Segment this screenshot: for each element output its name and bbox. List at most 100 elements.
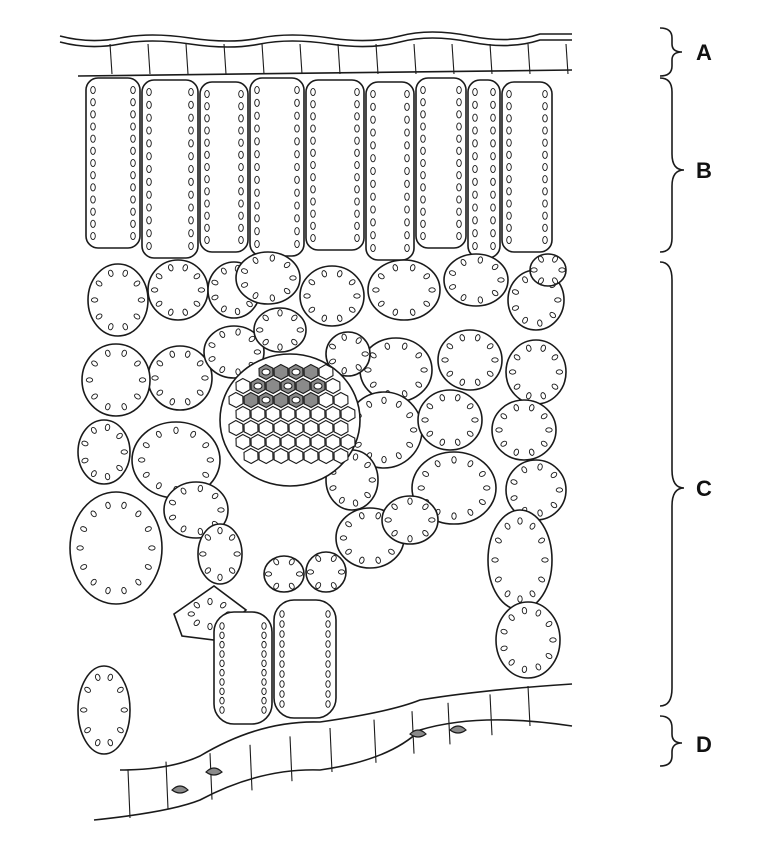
epidermal-cell-wall: [185, 43, 189, 75]
chloroplast: [104, 472, 111, 481]
chloroplast: [456, 219, 462, 228]
chloroplast: [291, 338, 298, 346]
chloroplast: [354, 87, 360, 97]
chloroplast: [146, 126, 152, 135]
chloroplast: [448, 284, 457, 290]
chloroplast: [295, 571, 304, 577]
chloroplast: [522, 276, 529, 284]
chloroplast: [279, 660, 285, 668]
phloem-cell: [318, 447, 334, 465]
epidermal-cell-wall: [413, 43, 417, 75]
xylem-lumen: [261, 396, 271, 404]
phloem-cell: [310, 433, 326, 451]
epidermal-cell-wall: [109, 43, 113, 75]
chloroplast: [254, 227, 260, 236]
chloroplast: [364, 461, 371, 469]
chloroplast: [262, 338, 269, 346]
chloroplast: [130, 207, 136, 216]
xylem-lumen: [291, 396, 301, 404]
chloroplast: [364, 367, 372, 373]
chloroplast: [446, 370, 454, 377]
chloroplast: [196, 389, 204, 396]
label-a: A: [696, 40, 712, 65]
chloroplast: [370, 205, 376, 214]
chloroplast: [490, 87, 496, 97]
phloem-cell: [235, 405, 251, 423]
chloroplast: [84, 727, 91, 734]
chloroplast: [146, 87, 152, 97]
chloroplast: [555, 369, 564, 375]
chloroplast: [81, 440, 89, 447]
chloroplast: [510, 479, 518, 485]
chloroplast: [404, 166, 410, 176]
mesophyll-cell: [81, 343, 151, 417]
chloroplast: [526, 392, 532, 400]
chloroplast: [219, 650, 225, 658]
chloroplast: [446, 343, 454, 350]
chloroplast: [325, 700, 331, 708]
chloroplast: [540, 440, 548, 447]
chloroplast: [279, 610, 285, 618]
epidermal-cell-wall: [299, 43, 303, 75]
chloroplast: [341, 367, 347, 375]
chloroplast: [325, 640, 331, 648]
chloroplast: [354, 197, 360, 206]
mesophyll-cell: [87, 263, 149, 337]
chloroplast: [451, 512, 457, 520]
chloroplast: [269, 254, 276, 262]
chloroplast: [370, 154, 376, 163]
chloroplast: [204, 150, 210, 159]
chloroplast: [500, 413, 508, 420]
chloroplast: [134, 393, 141, 400]
chloroplast: [204, 102, 210, 111]
chloroplast: [80, 707, 88, 713]
epidermal-cell-wall: [249, 744, 253, 791]
chloroplast: [448, 270, 457, 276]
palisade-cell: [365, 81, 415, 261]
chloroplast: [345, 548, 352, 555]
chloroplast: [202, 471, 210, 478]
chloroplast: [361, 351, 369, 357]
chloroplast: [535, 609, 542, 617]
chloroplast: [238, 162, 244, 172]
chloroplast: [506, 114, 512, 123]
chloroplast: [261, 678, 267, 686]
xylem-cell: [265, 377, 281, 395]
chloroplast: [238, 211, 244, 220]
chloroplast: [294, 188, 300, 197]
chloroplast: [90, 231, 96, 241]
chloroplast: [76, 545, 84, 551]
chloroplast: [90, 98, 96, 107]
label-d: D: [696, 732, 712, 757]
chloroplast: [254, 124, 260, 133]
chloroplast: [90, 297, 99, 303]
chloroplast: [94, 739, 101, 747]
chloroplast: [506, 235, 512, 245]
chloroplast: [517, 595, 523, 603]
phloem-cell: [265, 405, 281, 423]
chloroplast: [491, 357, 499, 363]
chloroplast: [238, 175, 244, 184]
chloroplast: [207, 597, 213, 606]
epidermal-cell-wall: [489, 694, 493, 736]
chloroplast: [234, 307, 241, 316]
palisade-cell: [305, 79, 365, 251]
chloroplast: [550, 471, 558, 479]
chloroplast: [90, 195, 96, 204]
vascular-bundle: [219, 353, 361, 487]
chloroplast: [254, 98, 260, 107]
chloroplast: [197, 527, 204, 536]
chloroplast: [182, 264, 188, 272]
chloroplast: [188, 139, 194, 148]
chloroplast: [105, 349, 111, 357]
chloroplast: [354, 233, 360, 243]
chloroplast: [513, 404, 520, 412]
chloroplast: [254, 162, 260, 172]
chloroplast: [208, 342, 216, 348]
chloroplast: [552, 255, 558, 263]
chloroplast: [395, 400, 402, 408]
phloem-cell: [295, 405, 311, 423]
chloroplast: [146, 100, 152, 109]
chloroplast: [491, 289, 499, 297]
epidermal-cell-wall: [165, 761, 169, 809]
